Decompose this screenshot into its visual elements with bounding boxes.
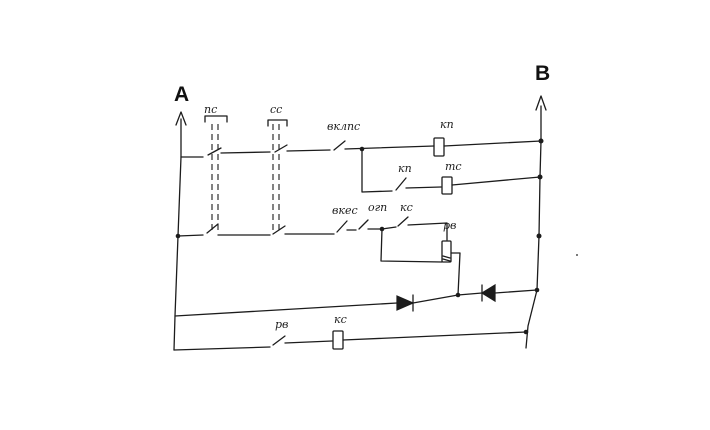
bus-label-b: B [535,62,550,85]
label-kp-contact: кп [398,162,412,175]
label-ss: сс [270,103,282,116]
label-kp-coil: кп [440,118,454,131]
label-ogp: огп [368,201,387,214]
row-5 [173,329,529,351]
bus-b [525,95,547,349]
row-3 [175,216,542,241]
stray-dot [576,254,578,256]
label-rv-coil: рв [443,219,456,232]
bus-a [173,111,187,351]
ts-coil [441,176,453,195]
row-1 [180,137,544,158]
rv-coil [441,240,452,263]
row-2 [361,148,543,195]
mechanical-linkages [204,115,288,230]
rv-branch [380,228,461,298]
label-ks-coil: кс [334,313,347,326]
bus-label-a: A [174,83,189,106]
label-ks-contact: кс [400,201,413,214]
row-4 [174,283,540,317]
label-ts: тс [445,160,462,173]
diode-2-icon [480,283,496,303]
diode-1-icon [396,295,415,311]
ks-coil [332,330,344,350]
label-rv-contact: рв [275,318,288,331]
label-ps: пс [204,103,217,116]
label-vklps: вклпс [327,120,360,133]
kp-coil [433,137,445,157]
label-vkss: вкес [332,204,358,217]
